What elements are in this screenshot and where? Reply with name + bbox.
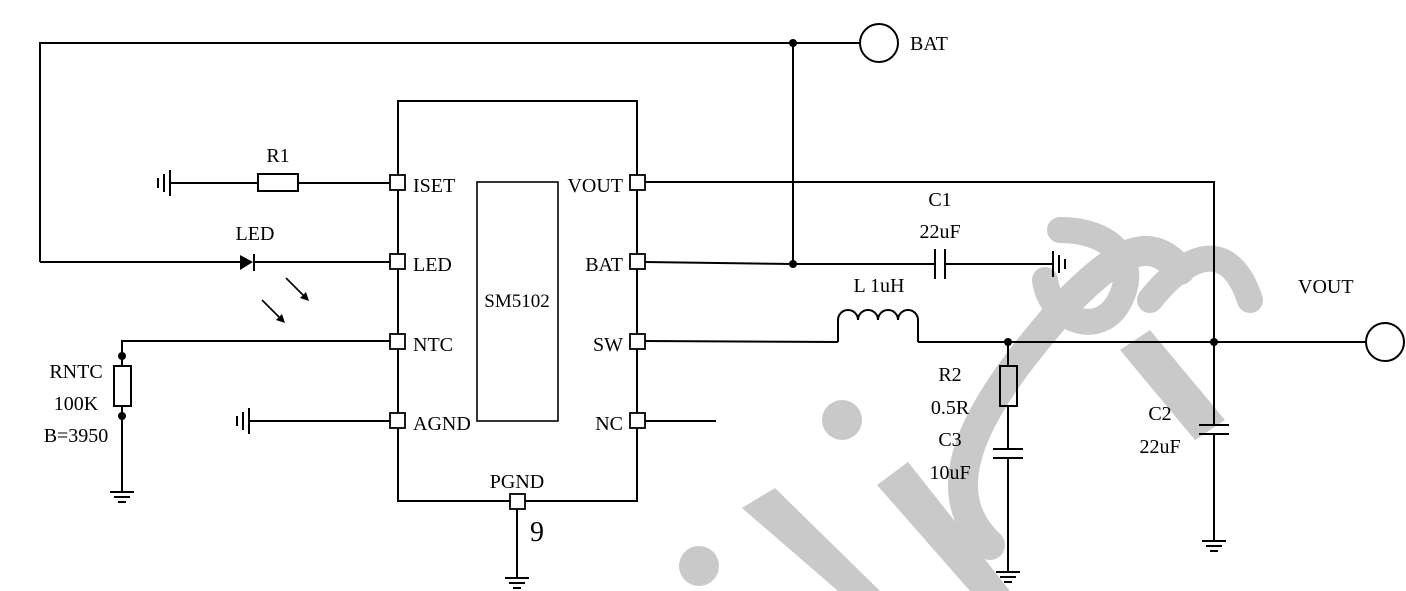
c2-network: C2 22uF bbox=[1139, 342, 1229, 552]
ground-icon bbox=[1052, 251, 1066, 277]
pin-bat-label: BAT bbox=[585, 254, 623, 276]
ground-icon bbox=[157, 170, 171, 196]
bat-net: BAT bbox=[39, 23, 948, 268]
c2-name-label: C2 bbox=[1148, 403, 1171, 425]
ntc-network: RNTC 100K B=3950 bbox=[44, 340, 390, 503]
r2-c3-network: R2 0.5R C3 10uF bbox=[929, 338, 1023, 583]
r1-label: R1 bbox=[266, 145, 289, 167]
pin-bat-box bbox=[629, 253, 646, 270]
bat-terminal-icon bbox=[859, 23, 899, 63]
ic-inner-body bbox=[476, 181, 559, 422]
pin-agnd-box bbox=[389, 412, 406, 429]
c3-value-label: 10uF bbox=[929, 462, 970, 484]
pin-vout-label: VOUT bbox=[567, 175, 623, 197]
vout-terminal-icon bbox=[1365, 322, 1405, 362]
ground-icon bbox=[505, 577, 529, 589]
bat-terminal-label: BAT bbox=[910, 33, 948, 55]
pin-ntc-box bbox=[389, 333, 406, 350]
led-network: LED bbox=[236, 223, 390, 323]
c1-network: C1 22uF bbox=[644, 189, 1066, 279]
r2-value-label: 0.5R bbox=[931, 397, 970, 419]
ground-icon bbox=[236, 408, 250, 434]
pin-vout-box bbox=[629, 174, 646, 191]
left-pins: ISET LED NTC AGND bbox=[389, 174, 471, 435]
r1-network: R1 bbox=[157, 145, 390, 196]
pin-sw-box bbox=[629, 333, 646, 350]
chip-name: SM5102 bbox=[484, 291, 549, 312]
inductor-icon bbox=[837, 309, 919, 342]
inductor-label: L 1uH bbox=[854, 275, 905, 297]
pin-sw-label: SW bbox=[593, 334, 623, 356]
ground-icon bbox=[110, 491, 134, 503]
rntc-name-label: RNTC bbox=[49, 361, 102, 383]
vout-net: VOUT bbox=[645, 181, 1405, 362]
led-diode-icon bbox=[240, 255, 253, 270]
c3-name-label: C3 bbox=[938, 429, 961, 451]
c1-value-label: 22uF bbox=[919, 221, 960, 243]
pin-nc-label: NC bbox=[595, 413, 623, 435]
right-pins: VOUT BAT SW NC bbox=[567, 174, 646, 435]
pgnd-pin: PGND 9 bbox=[490, 471, 544, 589]
pin-pgnd-label: PGND bbox=[490, 471, 544, 493]
agnd-network bbox=[236, 408, 390, 434]
pin-pgnd-number: 9 bbox=[530, 517, 544, 548]
rntc-resistor-icon bbox=[113, 365, 132, 407]
rntc-beta-label: B=3950 bbox=[44, 425, 109, 447]
pin-iset-label: ISET bbox=[413, 175, 455, 197]
vout-terminal-label: VOUT bbox=[1298, 276, 1354, 298]
ground-icon bbox=[996, 571, 1020, 583]
sw-network: L 1uH bbox=[644, 275, 1214, 343]
r1-resistor-icon bbox=[257, 173, 299, 192]
pin-led-box bbox=[389, 253, 406, 270]
watermark-logo bbox=[679, 217, 1263, 591]
c2-value-label: 22uF bbox=[1139, 436, 1180, 458]
led-label: LED bbox=[236, 223, 275, 245]
pin-iset-box bbox=[389, 174, 406, 191]
pin-nc-box bbox=[629, 412, 646, 429]
pin-pgnd-box bbox=[509, 493, 526, 510]
pin-agnd-label: AGND bbox=[413, 413, 471, 435]
ground-icon bbox=[1202, 540, 1226, 552]
rntc-value-label: 100K bbox=[54, 393, 99, 415]
r2-name-label: R2 bbox=[938, 364, 961, 386]
pin-ntc-label: NTC bbox=[413, 334, 453, 356]
ic-sm5102: SM5102 bbox=[397, 100, 638, 502]
pin-led-label: LED bbox=[413, 254, 452, 276]
c1-name-label: C1 bbox=[928, 189, 951, 211]
light-arrow-icon bbox=[261, 277, 309, 323]
